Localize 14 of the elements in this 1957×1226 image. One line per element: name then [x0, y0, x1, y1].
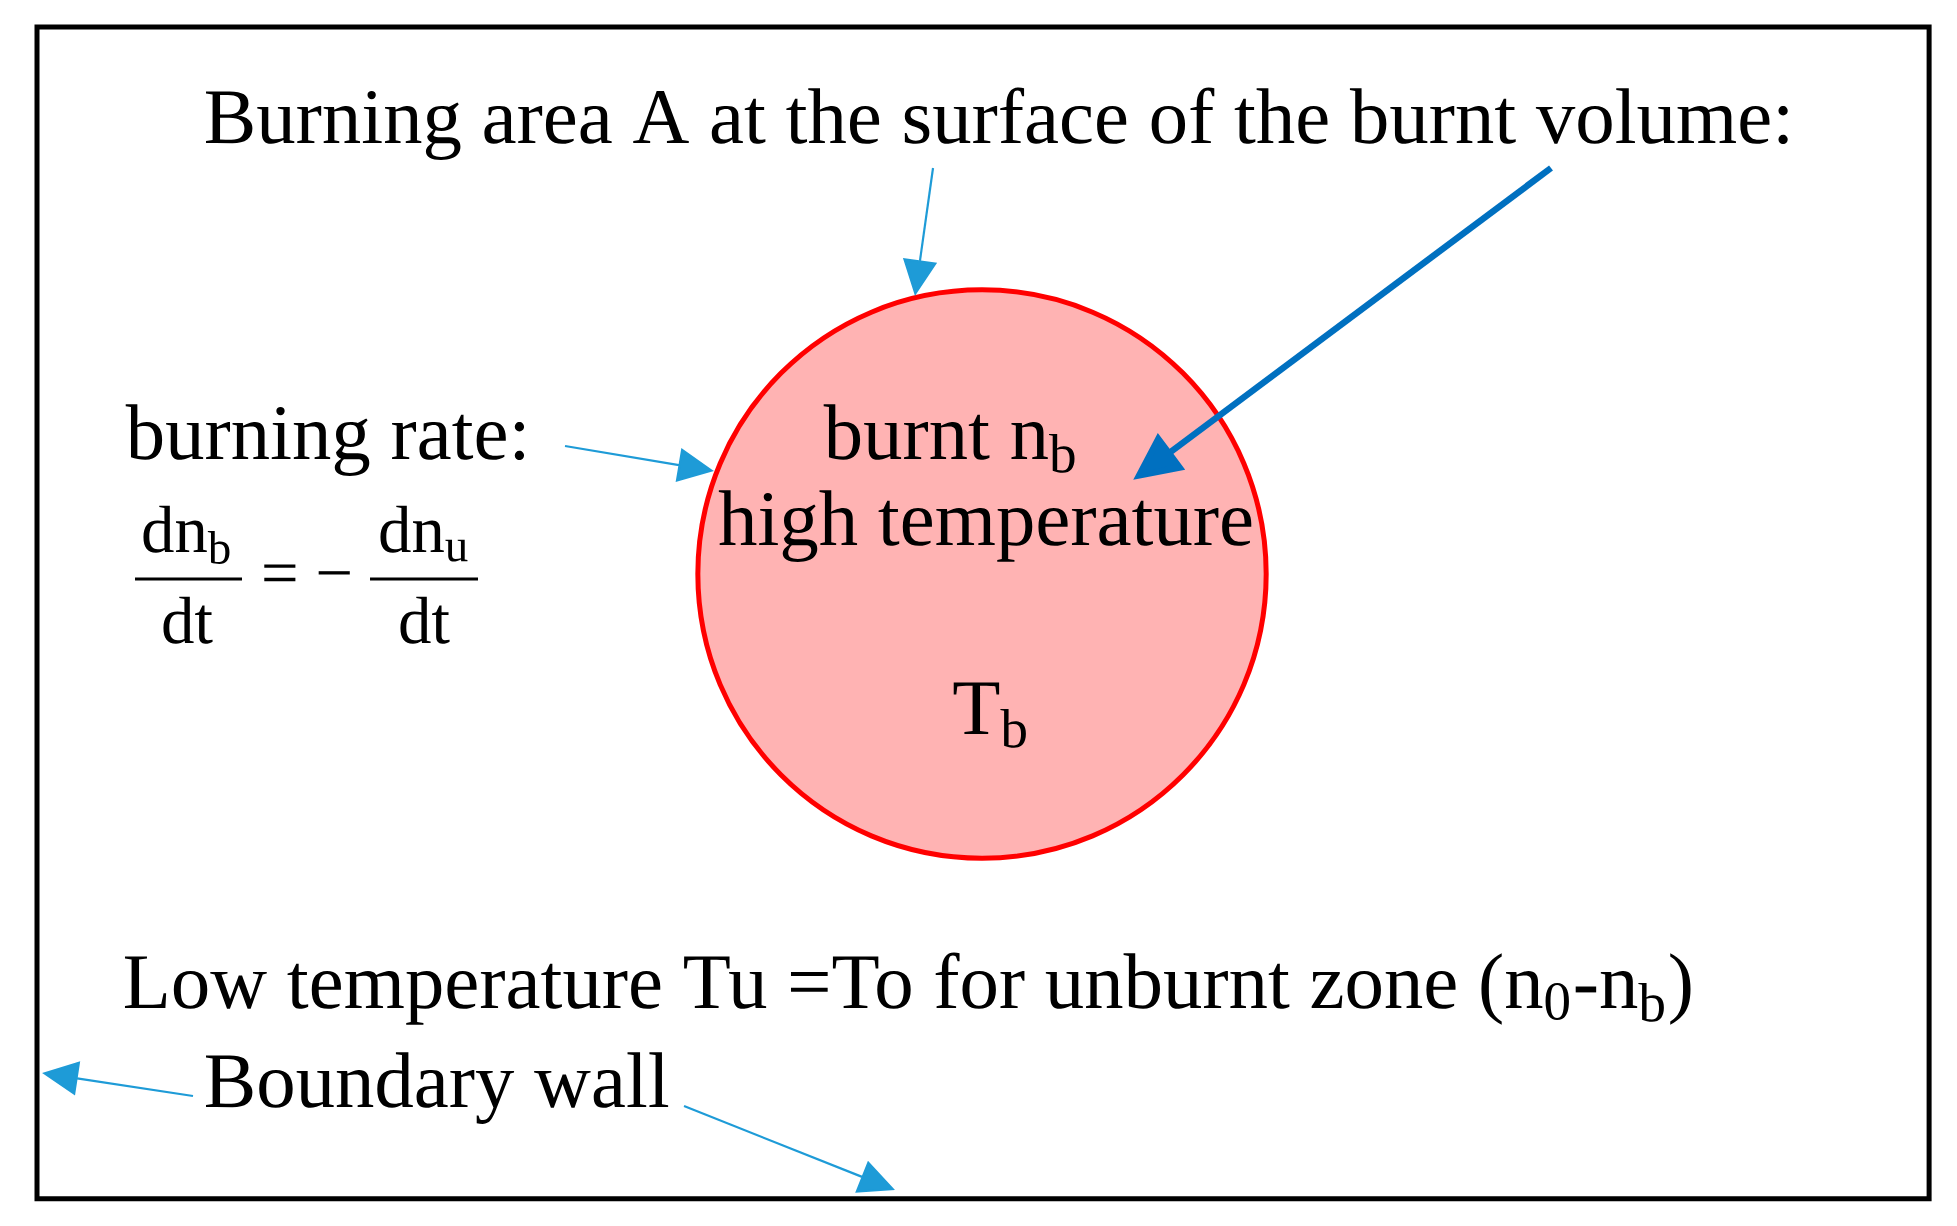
circle-text: burnt n$_{b}$ [823, 404, 1075, 473]
label: dt [163, 596, 213, 644]
label: dn$_{u}$ [380, 505, 468, 562]
label: = − [264, 564, 350, 582]
circle-text: T$_{b}$ [953, 682, 1026, 748]
callout-text: Burning area A at the surface of the burnt volume: [205, 87, 1788, 160]
callout-text: burning rate: [125, 404, 525, 476]
callout-text: Boundary wall [205, 1052, 669, 1124]
equation: dn$_{b}$ dt = − dn$_{u}$ dt [135, 505, 478, 644]
text-label: Low temperature Tu =To for unburnt zone (n$_{0}$-n$_{b}$) [124, 952, 1691, 1025]
label: dn$_{b}$ [143, 505, 230, 564]
frame [34, 24, 1932, 1202]
circle-text: high temperature [718, 490, 1252, 562]
label: dt [400, 596, 450, 644]
